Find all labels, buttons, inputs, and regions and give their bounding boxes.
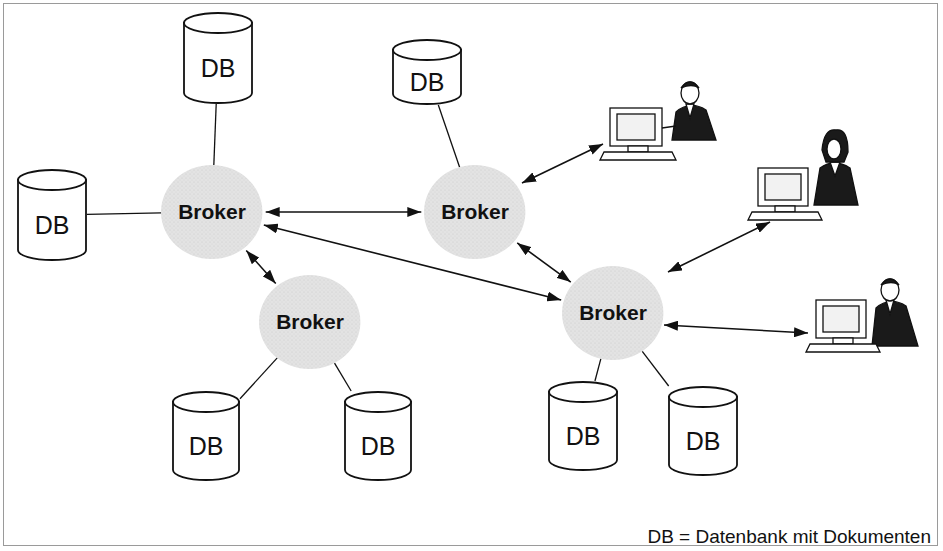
cylinder-body [184,23,252,103]
broker-circle: Broker [424,165,525,259]
broker-link-arrow [517,243,571,282]
cylinder-top [173,392,239,412]
broker-circle: Broker [161,165,262,259]
cylinder-body [173,402,239,480]
user-arrow [522,144,603,183]
broker-circle: Broker [562,266,663,360]
cylinder-body [669,397,737,475]
broker-label: Broker [276,310,344,334]
cylinder-top [184,13,252,33]
broker-circle: Broker [259,275,360,369]
database-label: DB [189,432,224,461]
database-cylinder: DB [344,391,412,481]
connector-layer [87,104,669,399]
cylinder-top [549,382,617,402]
broker-label: Broker [441,200,509,224]
broker-ellipse [161,165,262,259]
broker-label: Broker [579,301,647,325]
database-label: DB [566,422,601,451]
connection-line [438,105,459,167]
database-cylinder: DB [172,391,240,481]
cylinder-body [549,392,617,470]
connection-line [335,363,352,391]
database-label: DB [410,68,445,97]
user-workstation [806,279,918,352]
database-cylinder: DB [548,381,618,471]
database-label: DB [361,432,396,461]
frame-border [3,3,938,546]
database-label: DB [35,211,70,240]
broker-link-arrow [266,211,422,213]
user-arrow [668,222,770,272]
cylinder-body [18,180,86,260]
database-cylinder: DB [183,12,253,104]
user-workstation [748,130,858,220]
cylinder-top [669,387,737,407]
user-arrow [664,325,808,333]
broker-ellipse [424,165,525,259]
cylinder-top [18,170,86,190]
database-cylinder: DB [17,169,87,261]
connection-line [642,351,668,386]
database-cylinder: DB [668,386,738,476]
cylinder-body [345,402,411,480]
user-workstation [600,82,716,160]
database-cylinder: DB [392,39,462,105]
connection-line [87,213,161,214]
broker-ellipse [259,275,360,369]
connection-line [240,358,277,399]
cylinder-top [345,392,411,412]
connection-line [595,359,601,381]
broker-label: Broker [178,200,246,224]
database-label: DB [686,427,721,456]
connection-line [214,104,216,165]
cylinder-top [393,40,461,60]
broker-link-arrow [246,250,275,283]
database-label: DB [201,54,236,83]
legend-note: DB = Datenbank mit Dokumenten [647,526,931,548]
broker-ellipse [562,266,663,360]
